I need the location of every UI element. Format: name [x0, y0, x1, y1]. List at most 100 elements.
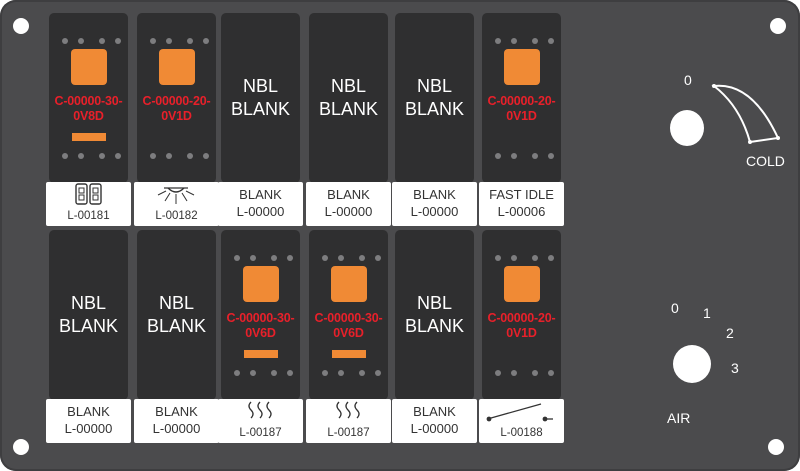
part-number: C-00000-30-0V8D	[54, 94, 123, 123]
switch-legend-label: L-00187	[306, 399, 391, 443]
air-dial-label: AIR	[667, 410, 691, 426]
rocker-pad-icon	[243, 266, 279, 302]
legend-code: L-00187	[239, 427, 282, 439]
rocker-pad-icon	[71, 49, 107, 85]
switch-dot	[532, 153, 538, 159]
air-pos-3: 3	[731, 360, 739, 376]
indicator-bar	[72, 133, 106, 141]
rocker-switch[interactable]: C-00000-20-0V1D	[482, 230, 561, 400]
switch-dot	[548, 370, 554, 376]
air-knob[interactable]	[673, 345, 711, 383]
switch-dot	[495, 153, 501, 159]
switch-dot	[115, 153, 121, 159]
switch-legend-label: BLANK L-00000	[46, 399, 131, 443]
legend-code: L-00000	[410, 421, 459, 436]
switch-dot	[495, 255, 501, 261]
legend-title: BLANK	[67, 404, 110, 419]
switch-dot	[511, 255, 517, 261]
switch-legend-label: L-00188	[479, 399, 564, 443]
switch-dot	[287, 255, 293, 261]
legend-code: L-00000	[64, 421, 113, 436]
switch-dot	[62, 38, 68, 44]
rocker-pad-icon	[504, 49, 540, 85]
switch-dot	[62, 153, 68, 159]
switch-dot	[338, 370, 344, 376]
mount-hole-bottom-left	[13, 439, 29, 455]
air-pos-2: 2	[726, 325, 734, 341]
switch-dot	[99, 38, 105, 44]
rocker-pad-icon	[504, 266, 540, 302]
mount-hole-bottom-right	[768, 439, 784, 455]
switch-dot	[375, 370, 381, 376]
switch-dot	[150, 38, 156, 44]
legend-code: L-00182	[155, 210, 198, 222]
rocker-switch[interactable]: C-00000-30-0V8D	[49, 13, 128, 183]
part-number: C-00000-30-0V6D	[314, 311, 383, 340]
switch-dot	[495, 370, 501, 376]
switch-legend-label: L-00182	[134, 182, 219, 226]
switch-dot	[511, 153, 517, 159]
legend-code: L-00188	[500, 427, 543, 439]
temp-dial-label: COLD	[746, 153, 785, 169]
air-pos-1: 1	[703, 305, 711, 321]
switch-dot	[338, 255, 344, 261]
switch-dot	[203, 153, 209, 159]
switch-dot	[359, 255, 365, 261]
legend-title: BLANK	[327, 187, 370, 202]
switch-dot	[166, 38, 172, 44]
switch-dot	[203, 38, 209, 44]
temp-knob[interactable]	[670, 110, 704, 146]
switch-dot	[187, 38, 193, 44]
legend-code: L-00000	[410, 204, 459, 219]
switch-dot	[548, 38, 554, 44]
switch-dot	[250, 370, 256, 376]
switch-dot	[78, 38, 84, 44]
rocker-pad-icon	[159, 49, 195, 85]
switch-legend-label: BLANK L-00000	[306, 182, 391, 226]
rocker-switch[interactable]: C-00000-30-0V6D	[221, 230, 300, 400]
legend-title: BLANK	[239, 187, 282, 202]
switch-dot	[99, 153, 105, 159]
switch-dot	[548, 153, 554, 159]
switch-dot	[271, 255, 277, 261]
switch-dot	[375, 255, 381, 261]
rocker-switch[interactable]: C-00000-20-0V1D	[482, 13, 561, 183]
rocker-pad-icon	[331, 266, 367, 302]
part-number: C-00000-20-0V1D	[487, 94, 556, 123]
switch-dot	[359, 370, 365, 376]
legend-code: L-00000	[152, 421, 201, 436]
switch-dot	[322, 255, 328, 261]
legend-code: L-00181	[67, 210, 110, 222]
switch-dot	[187, 153, 193, 159]
temp-range-arc-icon	[711, 84, 780, 144]
rocker-switch[interactable]: C-00000-20-0V1D	[137, 13, 216, 183]
mount-hole-top-right	[770, 18, 786, 34]
switch-legend-label: BLANK L-00000	[134, 399, 219, 443]
temp-dial-zero: 0	[684, 72, 692, 88]
legend-code: L-00000	[324, 204, 373, 219]
legend-title: FAST IDLE	[489, 187, 554, 202]
switch-dot	[548, 255, 554, 261]
switch-dot	[250, 255, 256, 261]
legend-title: BLANK	[155, 404, 198, 419]
switch-dot	[532, 38, 538, 44]
switch-dot	[511, 38, 517, 44]
part-number: C-00000-20-0V1D	[487, 311, 556, 340]
rocker-switch[interactable]: C-00000-30-0V6D	[309, 230, 388, 400]
switch-dot	[166, 153, 172, 159]
switch-dot	[78, 153, 84, 159]
mount-hole-top-left	[13, 18, 29, 34]
switch-dot	[150, 153, 156, 159]
